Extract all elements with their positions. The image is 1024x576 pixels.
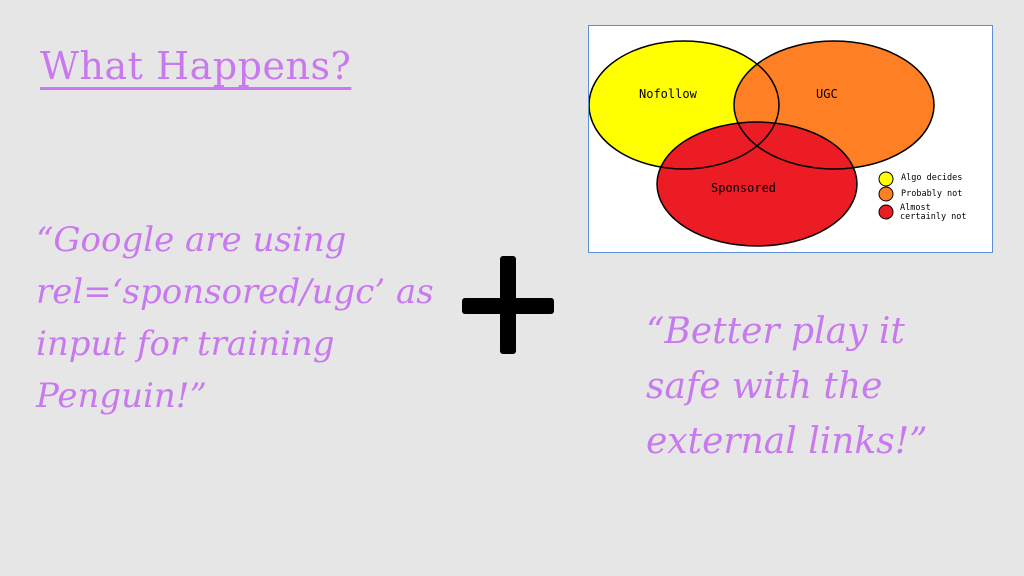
- slide-title: What Happens?: [40, 44, 352, 88]
- quote-right: “Better play it safe with the external l…: [646, 311, 928, 462]
- legend-label-certainly-not: certainly not: [900, 212, 967, 222]
- plus-vertical-bar: [500, 256, 516, 354]
- venn-diagram-image: Nofollow UGC Sponsored Algo decides Prob…: [588, 25, 993, 253]
- venn-outline-ugc: [733, 40, 935, 170]
- legend-label-almost: Almost: [900, 203, 931, 213]
- venn-circle-sponsored: [657, 122, 857, 246]
- quote-left: “Google are using rel=‘sponsored/ugc’ as…: [36, 220, 434, 416]
- legend-swatch-yellow: [878, 171, 894, 187]
- venn-outline-nofollow: [589, 40, 780, 170]
- legend-swatch-orange: [878, 186, 894, 202]
- venn-label-ugc: UGC: [816, 87, 838, 101]
- plus-icon: [462, 256, 554, 354]
- venn-outline-sponsored: [656, 121, 858, 247]
- venn-label-sponsored: Sponsored: [711, 181, 776, 195]
- legend-label-algo-decides: Algo decides: [901, 173, 962, 183]
- legend-swatch-red: [878, 204, 894, 220]
- legend-label-probably-not: Probably not: [901, 189, 962, 199]
- venn-label-nofollow: Nofollow: [639, 87, 698, 101]
- venn-diagram-svg: Nofollow UGC Sponsored Algo decides Prob…: [589, 40, 967, 247]
